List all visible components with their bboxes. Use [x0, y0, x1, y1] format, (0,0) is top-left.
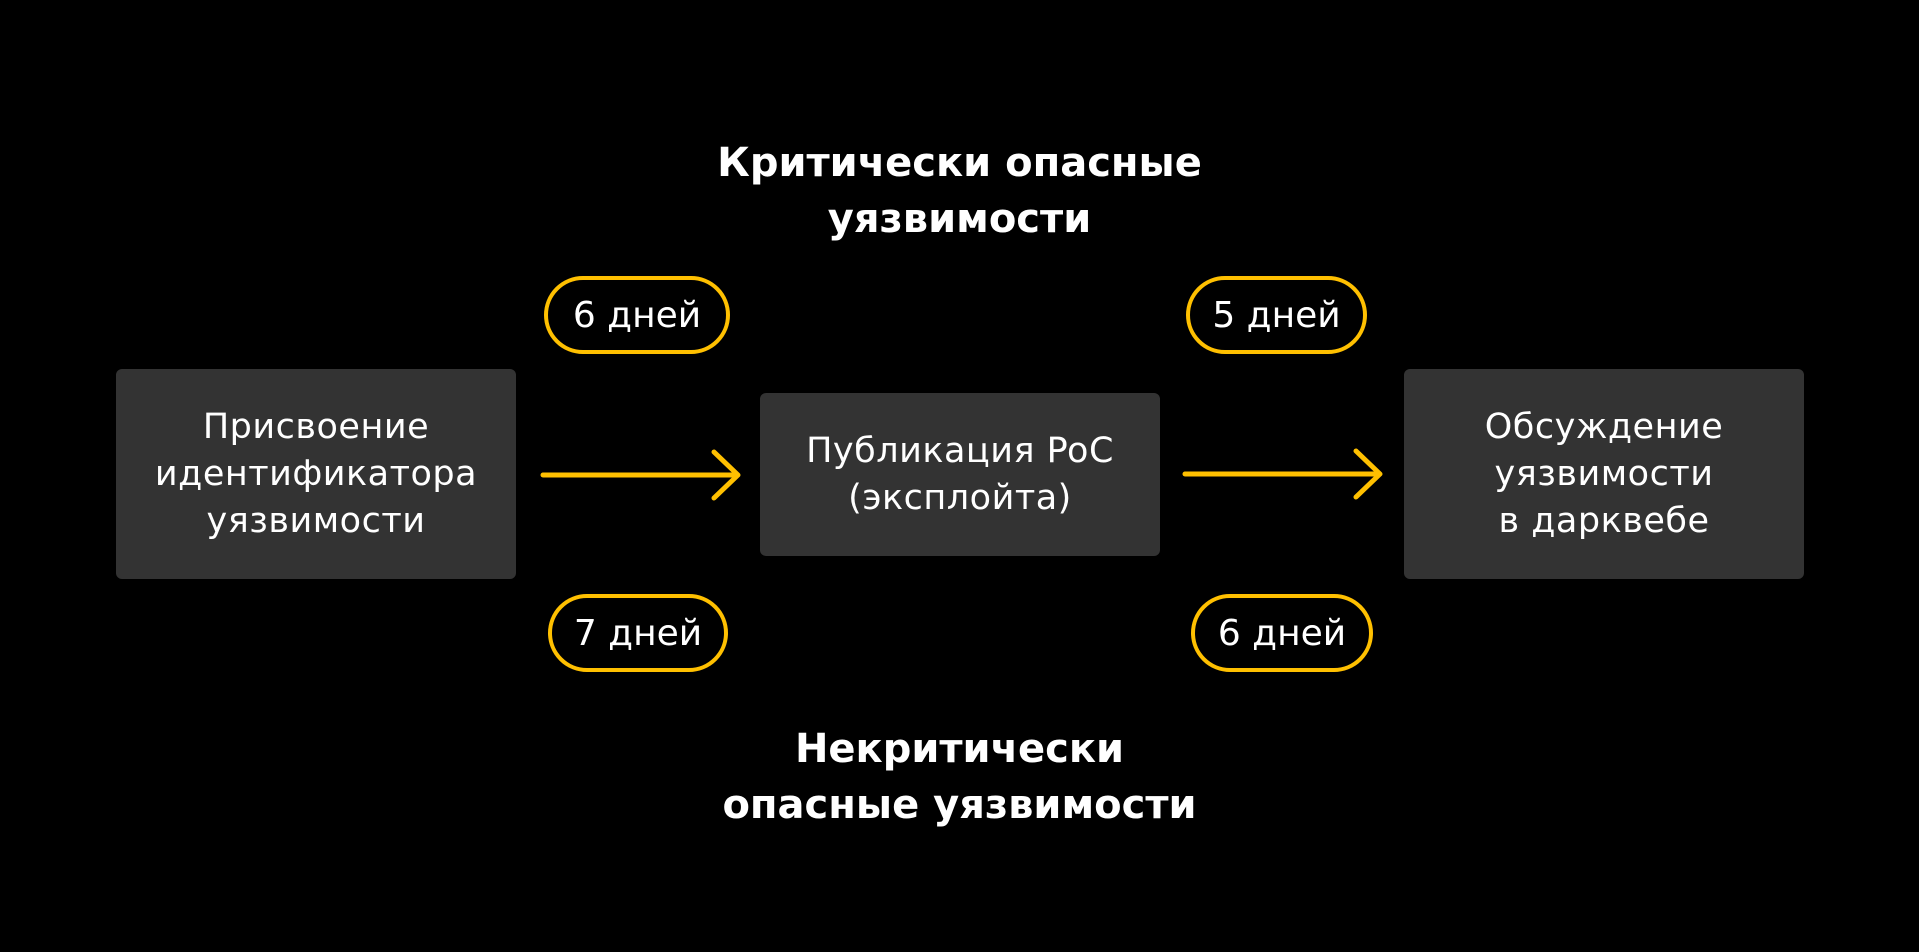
step-identifier-assignment: Присвоение идентификатора уязвимости	[116, 369, 516, 579]
arrow-right-icon	[1182, 448, 1383, 500]
non-critical-duration-step1-to-step2: 7 дней	[548, 594, 728, 672]
critical-vulnerabilities-heading: Критически опасные уязвимости	[717, 140, 1202, 242]
non-critical-vulnerabilities-heading: Некритически опасные уязвимости	[722, 726, 1197, 828]
step-darkweb-discussion: Обсуждение уязвимости в дарквебе	[1404, 369, 1804, 579]
critical-duration-step2-to-step3: 5 дней	[1186, 276, 1367, 354]
step-poc-publication: Публикация PoC (эксплойта)	[760, 393, 1160, 556]
non-critical-duration-step2-to-step3: 6 дней	[1191, 594, 1373, 672]
critical-duration-step1-to-step2: 6 дней	[544, 276, 730, 354]
arrow-right-icon	[540, 449, 741, 501]
